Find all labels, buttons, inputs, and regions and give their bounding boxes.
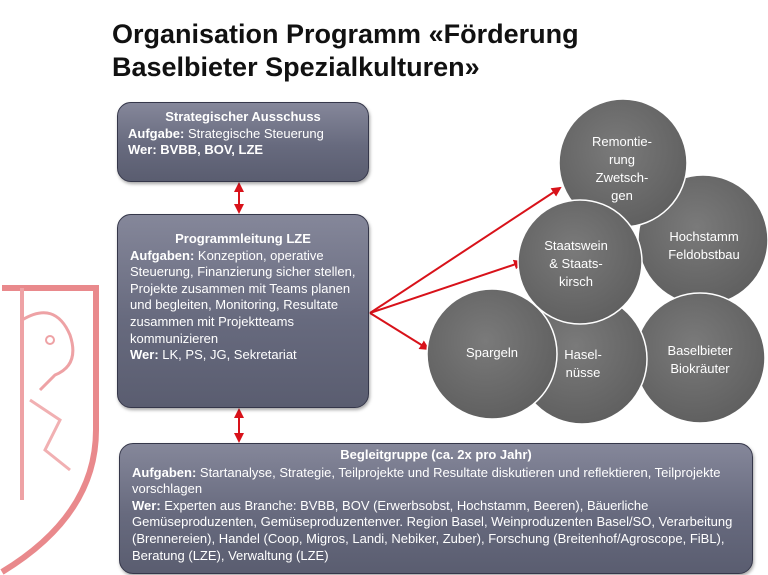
- label-line: Biokräuter: [670, 361, 730, 376]
- circle-staatswein-staatskirsch: [517, 199, 643, 325]
- box-line-wer: Wer: BVBB, BOV, LZE: [128, 142, 358, 159]
- box-programmleitung: Programmleitung LZE Aufgaben: Konzeption…: [117, 214, 369, 408]
- arrow-to-remontierung: [369, 186, 562, 314]
- text: Experten aus Branche: BVBB, BOV (Erwerbs…: [132, 497, 733, 563]
- box-line-wer: Wer: LK, PS, JG, Sekretariat: [130, 347, 356, 364]
- label-haselnuesse: Hasel- nüsse: [548, 346, 618, 382]
- label-line: nüsse: [565, 365, 601, 380]
- box-begleitgruppe: Begleitgruppe (ca. 2x pro Jahr) Aufgaben…: [119, 443, 753, 574]
- circle-spargeln: [426, 288, 558, 420]
- text: LK, PS, JG, Sekretariat: [158, 347, 297, 363]
- label-line: Zwetsch-: [595, 170, 649, 185]
- box-line-wer: Wer: Experten aus Branche: BVBB, BOV (Er…: [132, 498, 740, 564]
- box-heading: Begleitgruppe (ca. 2x pro Jahr): [340, 447, 532, 462]
- arrow-to-spargeln: [369, 312, 430, 351]
- label-line: & Staats-: [549, 256, 603, 271]
- label-hochstamm-feldobstbau: Hochstamm Feldobstbau: [648, 228, 760, 264]
- label-line: Hochstamm: [669, 229, 739, 244]
- label: Aufgaben:: [130, 247, 195, 263]
- label-baselbieter-biokraeuter: Baselbieter Biokräuter: [644, 342, 756, 378]
- box-heading: Strategischer Ausschuss: [165, 109, 321, 124]
- box-strategischer-ausschuss: Strategischer Ausschuss Aufgabe: Strateg…: [117, 102, 369, 182]
- slide-title-line-2: Baselbieter Spezialkulturen»: [112, 52, 480, 82]
- box-line-aufgaben: Aufgaben: Konzeption, operative Steuerun…: [130, 248, 356, 348]
- label: Wer:: [130, 347, 159, 363]
- label-line: gen: [611, 188, 633, 203]
- label: Aufgabe:: [128, 125, 185, 141]
- arrow-to-staatswein: [369, 259, 524, 314]
- label: Aufgaben:: [132, 464, 197, 480]
- label: Wer:: [128, 142, 157, 158]
- slide-title: Organisation Programm «Förderung Baselbi…: [112, 18, 672, 84]
- label-line: Feldobstbau: [668, 247, 740, 262]
- crest-watermark-icon: [0, 285, 99, 575]
- label-line: kirsch: [559, 274, 593, 289]
- label-line: rung: [608, 152, 636, 167]
- label-line: Staatswein: [544, 238, 608, 253]
- label: Wer:: [132, 497, 161, 513]
- slide-title-line-1: Organisation Programm «Förderung: [112, 19, 579, 49]
- label-spargeln: Spargeln: [447, 344, 537, 362]
- label-line: Remontie-: [592, 134, 652, 149]
- text: Startanalyse, Strategie, Teilprojekte un…: [132, 464, 721, 497]
- box-line-aufgaben: Aufgaben: Startanalyse, Strategie, Teilp…: [132, 465, 740, 498]
- label-line: Hasel-: [564, 347, 602, 362]
- label-line: Spargeln: [465, 345, 519, 360]
- label-line: Baselbieter: [667, 343, 733, 358]
- label-staatswein-staatskirsch: Staatswein & Staats- kirsch: [526, 237, 626, 291]
- text: Konzeption, operative Steuerung, Finanzi…: [130, 247, 356, 346]
- box-heading: Programmleitung LZE: [175, 231, 311, 246]
- text: BVBB, BOV, LZE: [156, 142, 264, 158]
- text: Strategische Steuerung: [184, 125, 324, 141]
- label-remontierung-zwetschgen: Remontie- rung Zwetsch- gen: [572, 133, 672, 205]
- box-line-aufgabe: Aufgabe: Strategische Steuerung: [128, 126, 358, 143]
